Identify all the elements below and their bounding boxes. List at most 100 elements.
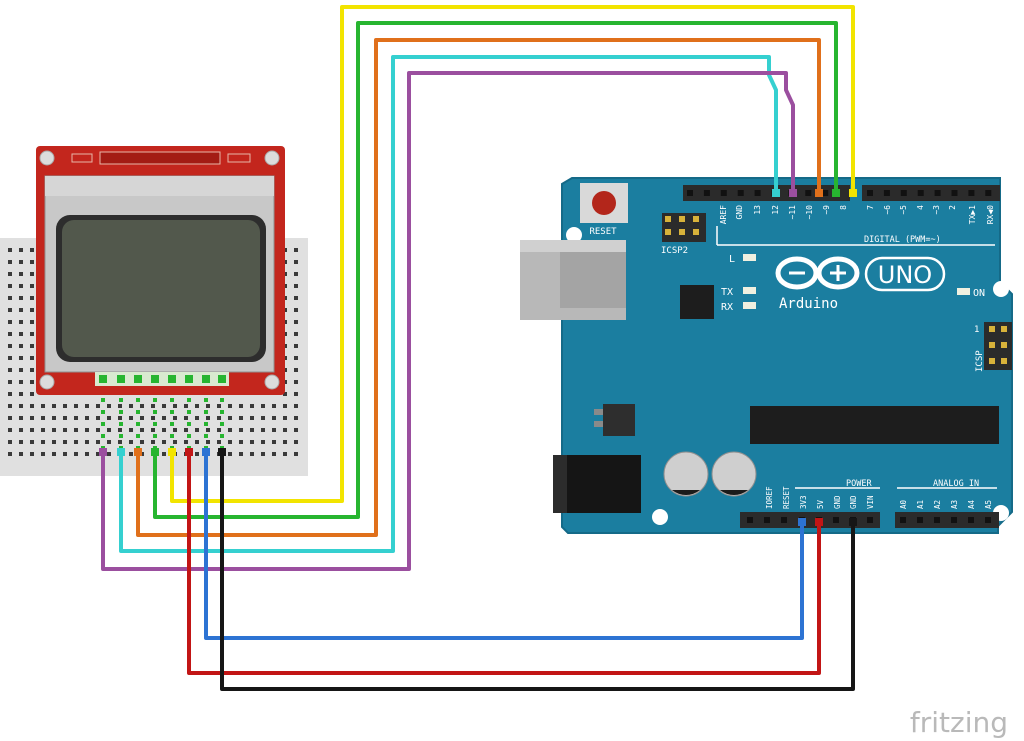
breadboard-hole [294,356,298,360]
breadboard-hole [8,284,12,288]
digital-pin-label: 8 [839,205,848,210]
breadboard-hole [151,404,155,408]
breadboard-hole [140,428,144,432]
breadboard-hole [63,428,67,432]
breadboard-hole [30,284,34,288]
icsp2-header [662,213,706,242]
breadboard-hole-active [220,422,224,426]
breadboard-hole [8,272,12,276]
header-hole [917,517,923,523]
breadboard-hole [228,428,232,432]
breadboard-hole [8,416,12,420]
breadboard-hole [118,404,122,408]
breadboard-hole [151,440,155,444]
breadboard-hole [96,404,100,408]
led-tx [743,287,756,294]
breadboard-hole [184,404,188,408]
header-hole [883,190,890,196]
wire-yellow-end [849,189,857,197]
analog-pin-label: A4 [967,499,976,509]
digital-pin-label: GND [735,205,744,220]
breadboard-hole [272,440,276,444]
board-name: Arduino [779,296,838,312]
breadboard-hole [96,452,100,456]
breadboard-hole [41,428,45,432]
breadboard-hole [30,248,34,252]
breadboard-hole [30,344,34,348]
lcd-pin [117,375,125,383]
digital-pin-label: 13 [753,205,762,215]
header-hole [867,517,873,523]
breadboard-hole [8,356,12,360]
breadboard-hole [8,428,12,432]
breadboard-hole [107,428,111,432]
breadboard-hole [8,368,12,372]
breadboard-hole [30,440,34,444]
header-pin [1001,326,1007,332]
wire-red [187,452,821,675]
power-pin-label: 5V [816,499,825,509]
breadboard-hole [63,416,67,420]
wire-orange-end [815,189,823,197]
breadboard-hole [162,440,166,444]
digital-pin-label: 12 [771,205,780,215]
analog-pin-label: A3 [950,500,959,509]
breadboard-hole [184,440,188,444]
header-hole [917,190,924,196]
digital-pin-label: RX◀0 [986,205,995,224]
reset-button [580,183,628,223]
wire-cyan-start [117,448,125,456]
breadboard-hole [283,428,287,432]
breadboard-hole [8,404,12,408]
breadboard-hole [8,308,12,312]
breadboard-hole [74,404,78,408]
breadboard-hole [162,428,166,432]
header-hole [985,190,992,196]
breadboard-hole [30,428,34,432]
breadboard-hole [19,368,23,372]
analog-pin-label: A2 [933,500,942,509]
breadboard-hole [30,404,34,408]
usb-chip [680,285,714,319]
breadboard-hole [140,404,144,408]
breadboard-hole [294,428,298,432]
breadboard-hole [195,452,199,456]
breadboard-hole [261,452,265,456]
breadboard-hole [294,344,298,348]
breadboard-hole [8,440,12,444]
header-hole [951,517,957,523]
breadboard-hole [294,416,298,420]
breadboard-hole [85,440,89,444]
breadboard-hole [206,440,210,444]
header-hole [720,190,727,196]
icsp-pin1-label: 1 [974,325,979,335]
breadboard-hole [129,440,133,444]
breadboard-hole [294,272,298,276]
breadboard-hole [217,428,221,432]
breadboard-hole [184,416,188,420]
analog-pin-label: A5 [984,500,993,509]
breadboard-hole [41,404,45,408]
lcd-pin [168,375,176,383]
breadboard-hole [239,428,243,432]
breadboard-hole [19,260,23,264]
wire-black [220,452,855,691]
header-pin [1001,358,1007,364]
power-pin-label: GND [849,495,858,509]
breadboard-hole [162,404,166,408]
breadboard-hole-active [187,434,191,438]
breadboard-hole [228,416,232,420]
breadboard-hole-active [153,398,157,402]
breadboard-hole-active [153,410,157,414]
header-pin [679,229,685,235]
header-pin [665,216,671,222]
breadboard-hole [184,428,188,432]
breadboard-hole [52,440,56,444]
breadboard-hole [118,428,122,432]
header-pin [989,342,995,348]
breadboard-hole [294,380,298,384]
breadboard-hole [8,260,12,264]
breadboard-hole [52,428,56,432]
